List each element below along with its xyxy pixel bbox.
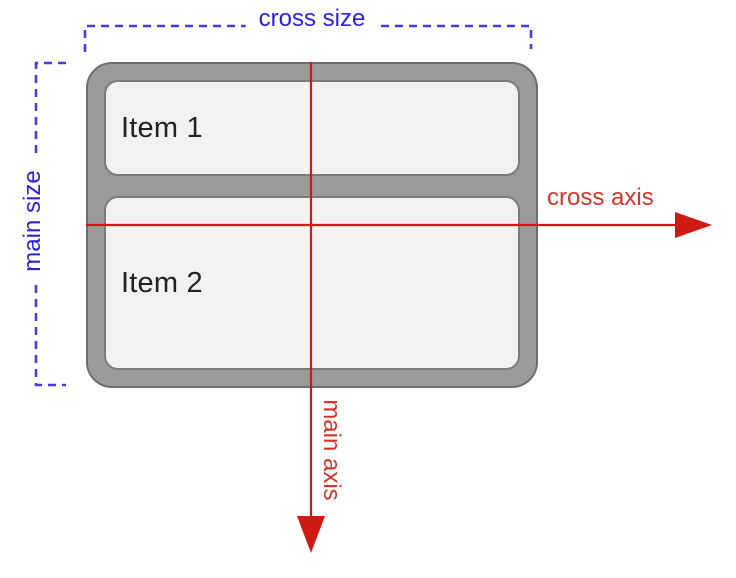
main-axis-label: main axis (317, 399, 345, 501)
cross-axis-arrowhead-icon (675, 212, 712, 238)
flex-container: Item 1 Item 2 (86, 62, 538, 388)
cross-size-label: cross size (245, 5, 379, 33)
main-axis-arrowhead-icon (297, 516, 325, 553)
main-size-label: main size (19, 157, 47, 285)
flex-item-1: Item 1 (104, 80, 520, 176)
flex-item-2: Item 2 (104, 196, 520, 370)
cross-axis-label: cross axis (547, 184, 654, 211)
